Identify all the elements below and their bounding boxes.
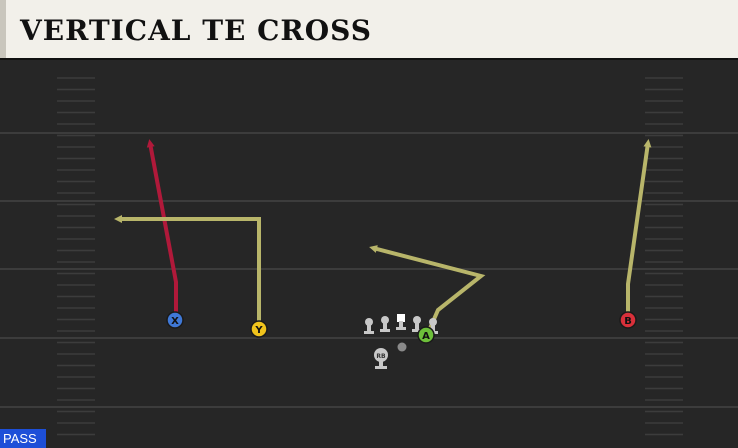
lineman-icon bbox=[364, 318, 374, 334]
receiver-b-label: B bbox=[624, 316, 632, 327]
title-bar: VERTICAL TE CROSS bbox=[0, 0, 738, 60]
receiver-y-button[interactable]: Y bbox=[250, 320, 268, 338]
play-type-badge: PASS bbox=[0, 429, 46, 448]
receiver-b-button[interactable]: B bbox=[619, 311, 637, 329]
center-icon bbox=[396, 314, 406, 330]
receiver-a-label: A bbox=[422, 331, 430, 342]
receiver-y-label: Y bbox=[254, 325, 263, 336]
quarterback-icon bbox=[397, 342, 407, 352]
hash-marks-right bbox=[645, 77, 683, 436]
receiver-a-button[interactable]: A bbox=[417, 326, 435, 344]
title-accent bbox=[0, 0, 6, 58]
play-title: VERTICAL TE CROSS bbox=[20, 14, 372, 47]
route-y bbox=[114, 215, 261, 328]
route-x bbox=[146, 139, 178, 318]
receiver-x-button[interactable]: X bbox=[166, 311, 184, 329]
rb-label: RB bbox=[376, 353, 386, 360]
route-a bbox=[369, 245, 486, 334]
play-field: RB X Y A B bbox=[0, 77, 738, 436]
lineman-icon bbox=[412, 316, 422, 332]
receiver-x-label: X bbox=[171, 316, 179, 327]
lineman-icon bbox=[380, 316, 390, 332]
running-back-icon: RB bbox=[374, 348, 388, 369]
yard-lines bbox=[0, 132, 738, 408]
hash-marks-left bbox=[57, 77, 95, 436]
route-b bbox=[626, 139, 652, 318]
